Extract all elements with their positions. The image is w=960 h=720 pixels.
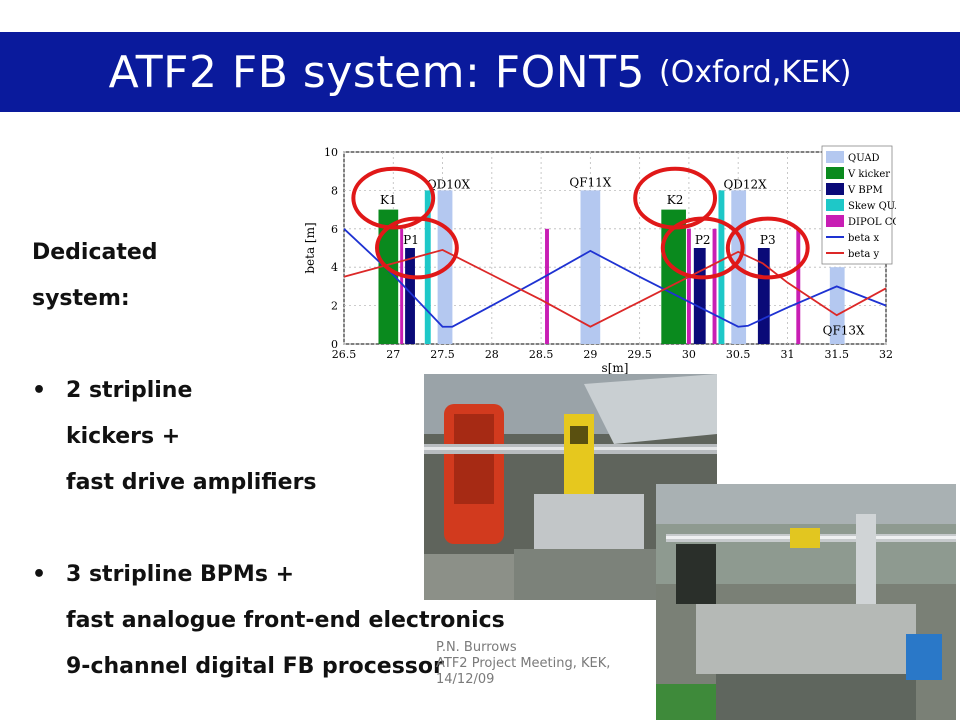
x-tick-label: 28 bbox=[485, 348, 499, 361]
x-tick-label: 28.5 bbox=[529, 348, 554, 361]
x-tick-label: 27 bbox=[386, 348, 400, 361]
bullet-bpms-line-3: 9-channel digital FB processor bbox=[66, 654, 444, 679]
bullet-kickers-line-3: fast drive amplifiers bbox=[66, 470, 317, 495]
bullet-bpms: 3 stripline BPMs + bbox=[32, 552, 572, 598]
element-bar bbox=[829, 267, 845, 344]
element-label: K1 bbox=[380, 193, 397, 207]
x-tick-label: 30 bbox=[682, 348, 696, 361]
kicker-hardware-photo bbox=[424, 374, 717, 600]
footer-meeting: ATF2 Project Meeting, KEK, bbox=[436, 656, 611, 671]
title-bar: ATF2 FB system: FONT5 (Oxford,KEK) bbox=[0, 32, 960, 112]
y-tick-label: 6 bbox=[331, 223, 338, 236]
photo-illustration bbox=[424, 374, 717, 600]
y-axis-label: beta [m] bbox=[303, 222, 317, 273]
x-tick-label: 31 bbox=[780, 348, 794, 361]
y-tick-label: 8 bbox=[331, 184, 338, 197]
legend-label: QUAD bbox=[848, 153, 880, 164]
element-label: P3 bbox=[760, 233, 776, 247]
bullet-kickers-line-2: kickers + bbox=[66, 424, 181, 449]
element-bar bbox=[712, 228, 717, 344]
legend-swatch bbox=[826, 215, 844, 227]
element-bar bbox=[718, 190, 725, 344]
legend-label: beta x bbox=[848, 233, 879, 244]
photo-illustration bbox=[656, 484, 956, 720]
bullet-kickers: 2 stripline bbox=[32, 368, 572, 414]
legend-label: beta y bbox=[848, 249, 879, 260]
legend-label: DIPOL CORR bbox=[848, 217, 896, 228]
plot-area bbox=[343, 151, 887, 345]
footer: P.N. Burrows ATF2 Project Meeting, KEK, … bbox=[436, 640, 666, 688]
y-tick-label: 10 bbox=[324, 146, 338, 159]
series-line bbox=[343, 228, 887, 328]
x-tick-label: 26.5 bbox=[332, 348, 357, 361]
highlight-circle bbox=[660, 216, 745, 280]
legend-swatch bbox=[826, 199, 844, 211]
legend-swatch bbox=[826, 183, 844, 195]
element-bar bbox=[686, 228, 691, 344]
legend-swatch bbox=[826, 151, 844, 163]
intro-line-2: system: bbox=[32, 286, 130, 311]
element-label: QF13X bbox=[823, 323, 865, 337]
element-bar bbox=[545, 228, 549, 344]
element-bar bbox=[580, 190, 601, 344]
y-tick-label: 2 bbox=[331, 300, 338, 313]
x-tick-label: 27.5 bbox=[430, 348, 455, 361]
element-bar bbox=[400, 228, 404, 344]
y-tick-label: 4 bbox=[331, 261, 338, 274]
element-bar bbox=[405, 248, 415, 344]
bullet-list: Dedicated system: 2 stripline kickers + … bbox=[32, 230, 572, 690]
element-label: QD12X bbox=[723, 177, 767, 191]
slide-title: ATF2 FB system: FONT5 bbox=[108, 46, 646, 98]
x-tick-label: 29.5 bbox=[627, 348, 652, 361]
slide-subtitle: (Oxford,KEK) bbox=[659, 54, 852, 90]
y-tick-label: 0 bbox=[331, 338, 338, 351]
element-label: K2 bbox=[667, 193, 684, 207]
element-label: P2 bbox=[695, 233, 711, 247]
legend-label: Skew QUAD bbox=[848, 201, 896, 212]
element-bar bbox=[378, 209, 399, 344]
element-bar bbox=[757, 248, 770, 344]
element-bar bbox=[693, 248, 706, 344]
x-axis-label: s[m] bbox=[602, 361, 629, 375]
element-label: P1 bbox=[403, 233, 419, 247]
series-line bbox=[343, 248, 887, 328]
highlight-circle bbox=[375, 216, 459, 280]
element-label: QF11X bbox=[569, 176, 611, 190]
bullet-bpms-line-2: fast analogue front-end electronics bbox=[66, 608, 505, 633]
legend-label: V BPM bbox=[847, 185, 883, 196]
highlight-circle bbox=[351, 166, 436, 230]
element-bar bbox=[796, 228, 801, 344]
element-label: QD10X bbox=[427, 177, 471, 191]
x-tick-label: 31.5 bbox=[824, 348, 849, 361]
footer-author: P.N. Burrows bbox=[436, 640, 517, 655]
legend-swatch bbox=[826, 167, 844, 179]
element-bar bbox=[661, 209, 686, 344]
x-tick-label: 30.5 bbox=[726, 348, 751, 361]
intro-line-1: Dedicated bbox=[32, 240, 158, 265]
footer-date: 14/12/09 bbox=[436, 672, 495, 687]
highlight-circle bbox=[725, 216, 810, 280]
x-tick-label: 32 bbox=[879, 348, 893, 361]
element-bar bbox=[424, 190, 431, 344]
x-tick-label: 29 bbox=[583, 348, 597, 361]
bpm-hardware-photo bbox=[656, 484, 956, 720]
legend-label: V kicker bbox=[847, 169, 890, 180]
